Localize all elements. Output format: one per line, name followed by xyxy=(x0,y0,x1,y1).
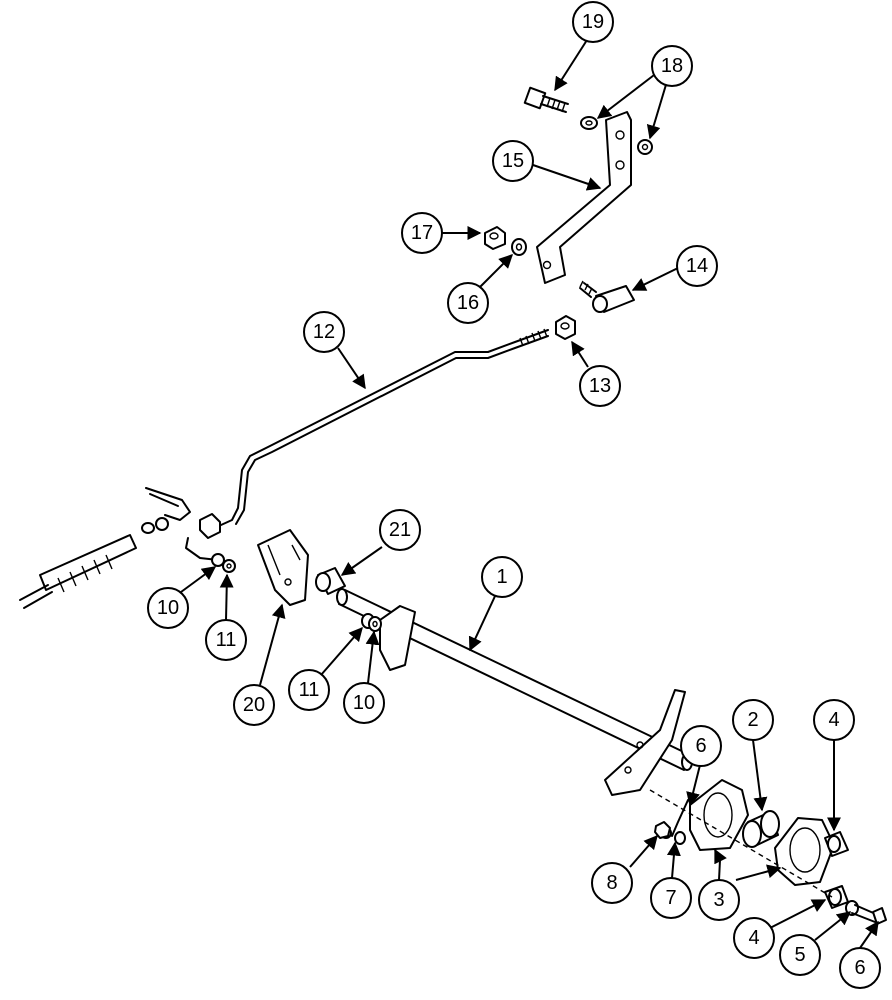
callout-4-top-label: 4 xyxy=(828,709,839,731)
callout-10-left: 10 xyxy=(147,587,189,629)
flanges-3-drawing xyxy=(689,779,835,886)
callout-10-left-label: 10 xyxy=(157,597,179,619)
callout-21-label: 21 xyxy=(389,519,411,541)
bracket-20-drawing xyxy=(257,529,309,606)
callout-15-label: 15 xyxy=(502,150,524,172)
callouts: 19 18 15 17 16 14 12 13 21 1 10 11 20 11… xyxy=(147,1,881,989)
callout-7: 7 xyxy=(650,877,692,919)
callout-10-middle-label: 10 xyxy=(353,692,375,714)
callout-4-bottom: 4 xyxy=(733,917,775,959)
cable-assembly-drawing xyxy=(19,487,191,609)
callout-16-label: 16 xyxy=(457,292,479,314)
callout-14-label: 14 xyxy=(686,255,708,277)
callout-6-top: 6 xyxy=(680,725,722,767)
callout-17: 17 xyxy=(401,212,443,254)
callout-6-bottom: 6 xyxy=(839,947,881,989)
callout-11-left-label: 11 xyxy=(216,629,237,651)
part-drawings xyxy=(19,86,887,925)
bracket-15-drawing xyxy=(536,111,632,284)
callout-12: 12 xyxy=(303,311,345,353)
assembly-axis-line xyxy=(649,789,833,898)
nut-washer-7-8-drawing xyxy=(654,821,671,839)
callout-11-middle: 11 xyxy=(288,669,330,711)
callout-6-top-label: 6 xyxy=(695,735,706,757)
washers-middle-drawing xyxy=(361,613,382,632)
callout-13-label: 13 xyxy=(589,375,611,397)
callout-14: 14 xyxy=(676,245,718,287)
callout-18-label: 18 xyxy=(661,55,683,77)
ball-joint-14-drawing xyxy=(579,280,635,313)
callout-18: 18 xyxy=(651,45,693,87)
callout-20: 20 xyxy=(233,684,275,726)
callout-1: 1 xyxy=(481,556,523,598)
callout-5: 5 xyxy=(779,934,821,976)
rod-12-drawing xyxy=(185,328,549,566)
bolt-19-drawing xyxy=(523,86,569,113)
washer-16-drawing xyxy=(511,238,527,256)
callout-19-label: 19 xyxy=(582,11,604,33)
nut-17-drawing xyxy=(484,226,506,250)
callout-2: 2 xyxy=(732,699,774,741)
bearing-2-drawing xyxy=(742,810,780,848)
callout-13: 13 xyxy=(579,365,621,407)
bolt-5-6-drawing xyxy=(845,900,887,925)
callout-15: 15 xyxy=(492,140,534,182)
callout-20-label: 20 xyxy=(243,694,265,716)
callout-4-bottom-label: 4 xyxy=(748,927,759,949)
leader-lines xyxy=(180,39,879,949)
callout-11-left: 11 xyxy=(205,619,247,661)
callout-16: 16 xyxy=(447,282,489,324)
callout-10-middle: 10 xyxy=(343,682,385,724)
callout-3: 3 xyxy=(698,879,740,921)
callout-21: 21 xyxy=(379,509,421,551)
callout-1-label: 1 xyxy=(496,566,507,588)
spacers-4-drawing xyxy=(824,831,849,909)
callout-8: 8 xyxy=(591,862,633,904)
callout-2-label: 2 xyxy=(747,709,758,731)
washers-18-drawing xyxy=(580,116,653,155)
callout-4-top: 4 xyxy=(813,699,855,741)
callout-5-label: 5 xyxy=(794,944,805,966)
shaft-1-drawing xyxy=(336,588,693,796)
callout-8-label: 8 xyxy=(606,872,617,894)
callout-3-label: 3 xyxy=(713,889,724,911)
nut-13-drawing xyxy=(555,315,576,340)
callout-11-middle-label: 11 xyxy=(299,679,320,701)
callout-12-label: 12 xyxy=(313,321,335,343)
callout-6-bottom-label: 6 xyxy=(854,957,865,979)
callout-17-label: 17 xyxy=(411,222,433,244)
washers-left-drawing xyxy=(211,553,236,573)
callout-19: 19 xyxy=(572,1,614,43)
callout-7-label: 7 xyxy=(665,887,676,909)
bushing-21-drawing xyxy=(315,567,346,595)
